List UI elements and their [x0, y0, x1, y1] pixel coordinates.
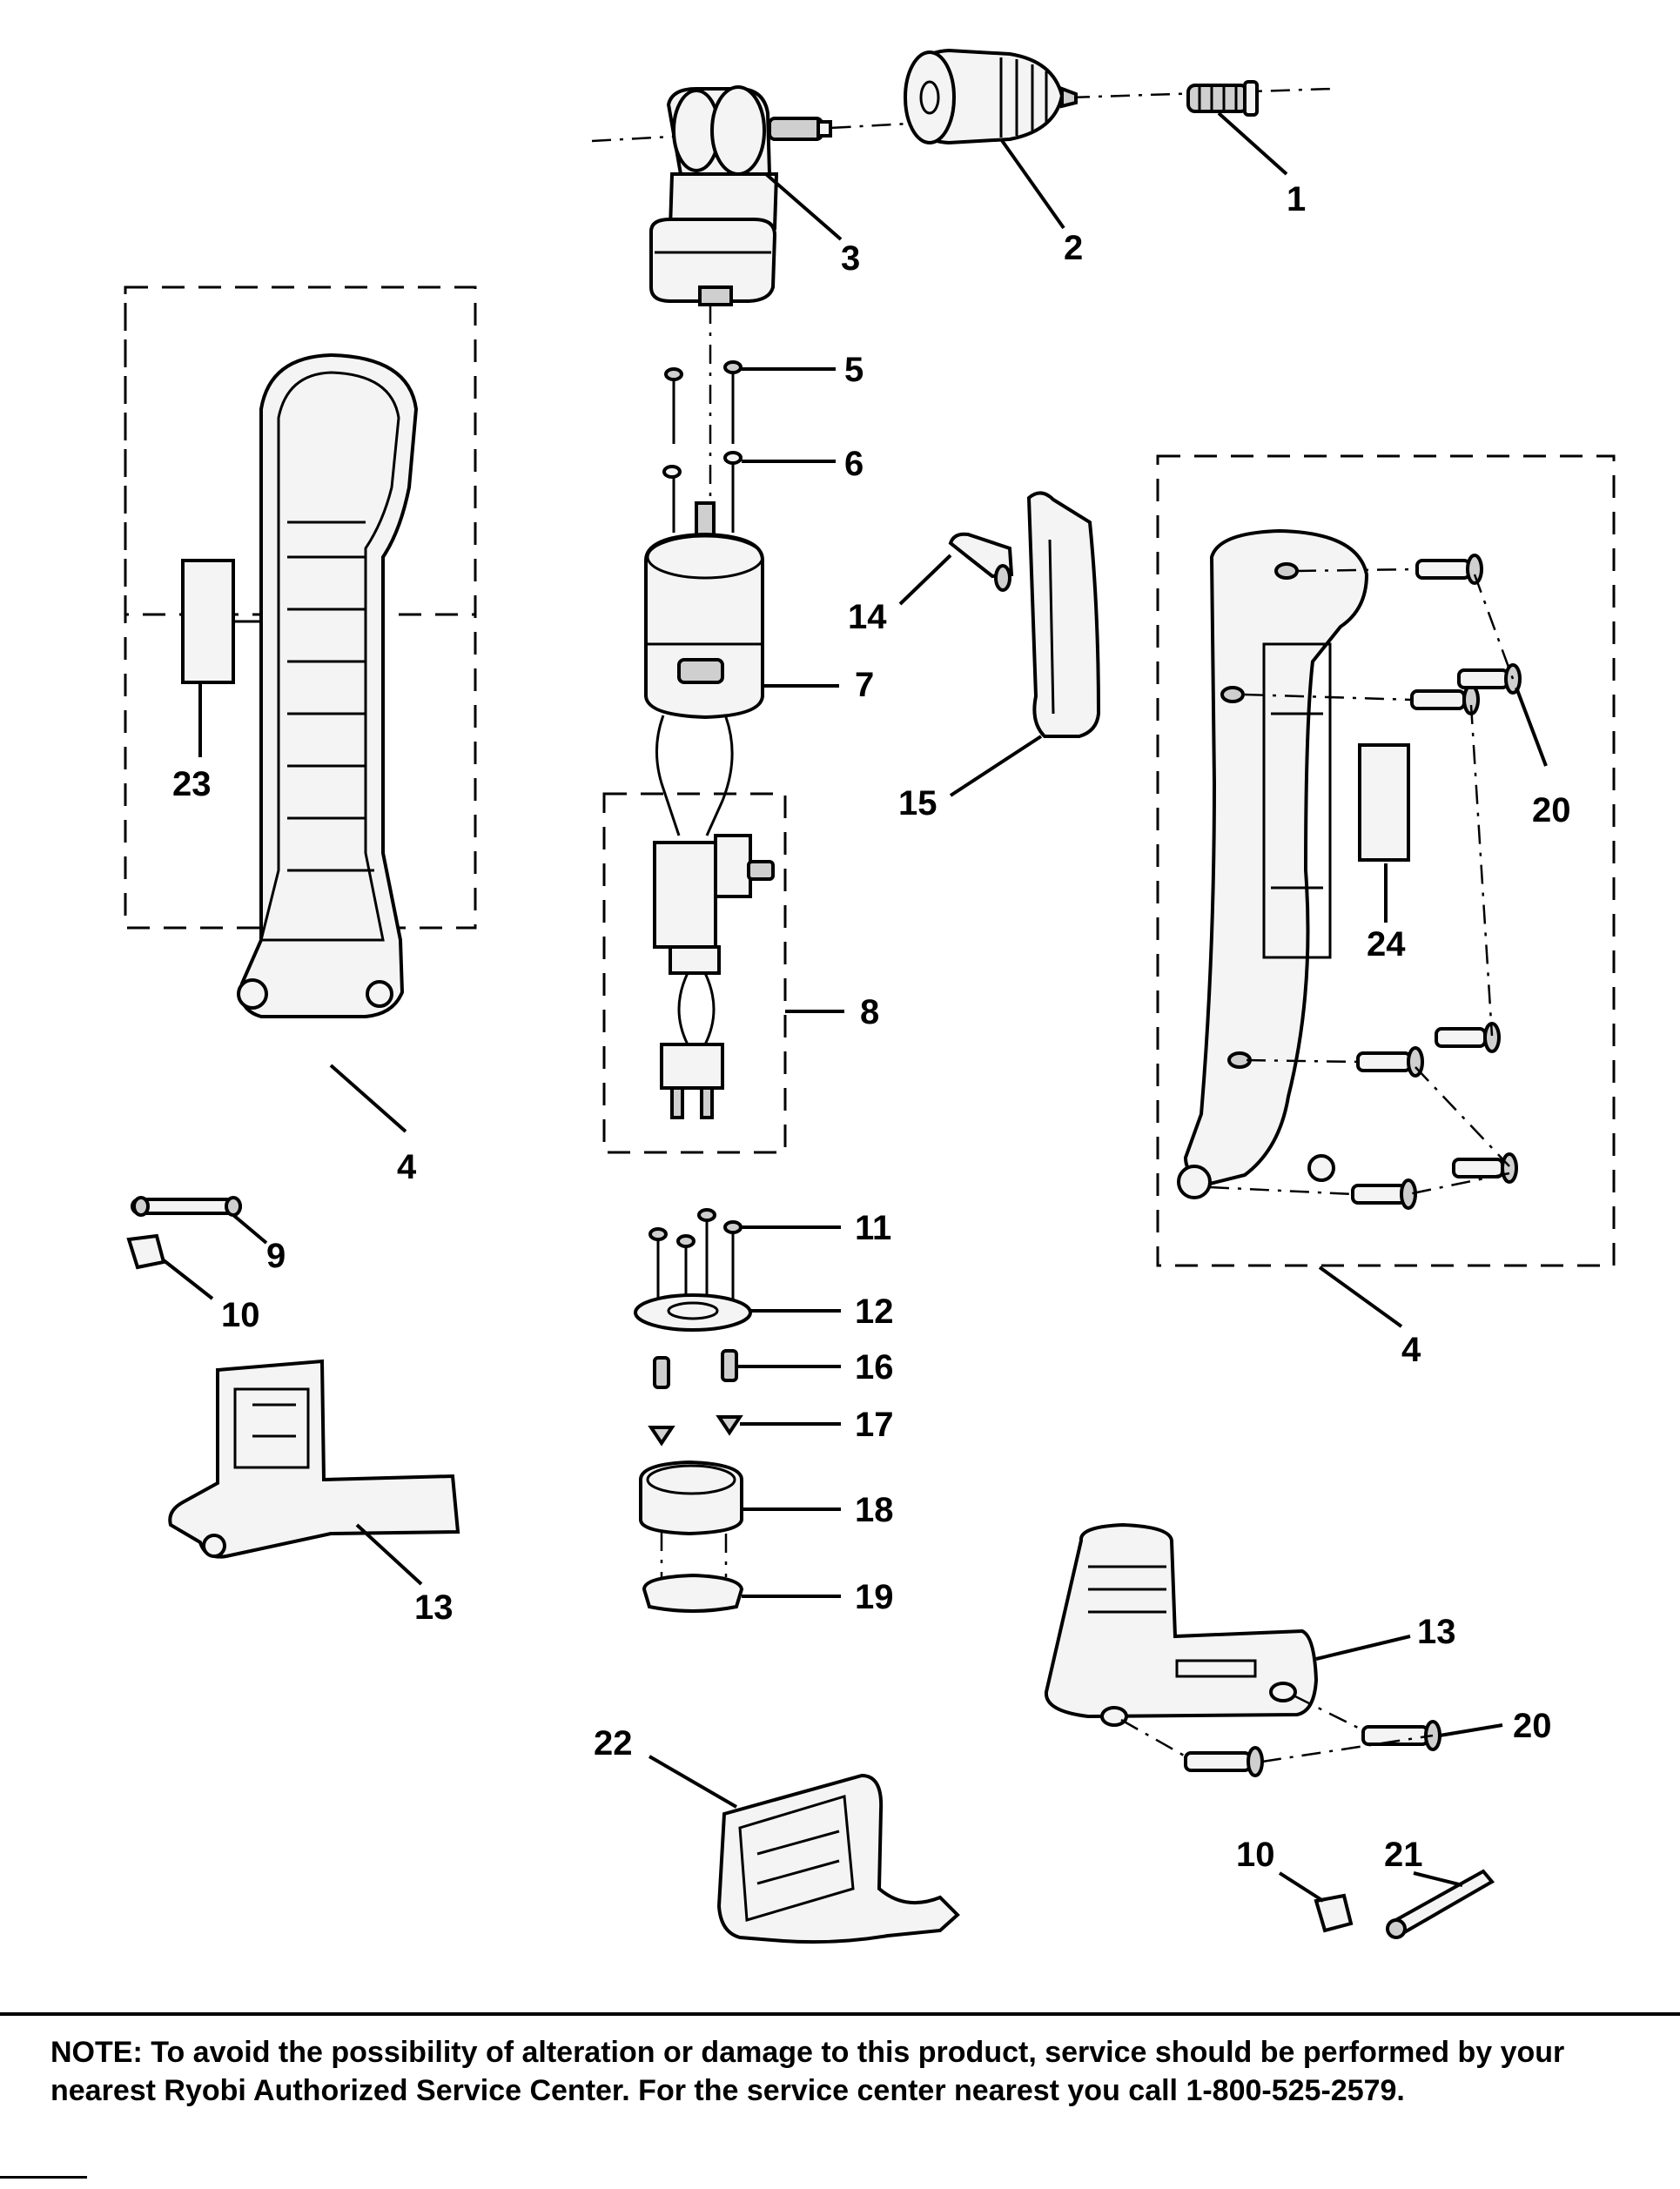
part-10-clip-right	[1278, 1871, 1354, 1933]
part-1-screw	[1070, 80, 1333, 176]
left-housing-half	[124, 285, 477, 1133]
callout-10-left: 10	[221, 1296, 260, 1334]
callout-5: 5	[844, 351, 864, 389]
callout-8: 8	[860, 993, 879, 1031]
callout-23: 23	[172, 765, 212, 803]
callout-6: 6	[844, 445, 864, 483]
part-9-pin	[131, 1196, 268, 1245]
callout-17: 17	[855, 1406, 894, 1444]
part-21-screwdriver-bit	[1386, 1869, 1495, 1939]
note-divider	[0, 2012, 1680, 2016]
callout-10-right: 10	[1236, 1836, 1275, 1874]
part-12-plate	[634, 1293, 841, 1332]
part-16-springs	[653, 1349, 841, 1389]
part-11-screws	[648, 1208, 841, 1300]
callout-12: 12	[855, 1293, 894, 1331]
part-19-collar	[642, 1573, 841, 1613]
callout-1: 1	[1287, 180, 1306, 218]
part-13-base-left	[168, 1359, 460, 1586]
callout-21: 21	[1384, 1836, 1423, 1874]
exploded-parts-diagram: 1 2 3 5 6 14 7 15 20 23 24 8 4 4 11 9 10…	[124, 48, 1616, 1944]
right-housing-half	[1156, 454, 1616, 1328]
part-18-ring	[639, 1460, 841, 1577]
callout-19: 19	[855, 1578, 894, 1616]
callout-4-right: 4	[1401, 1331, 1421, 1369]
part-6-washers	[662, 451, 836, 533]
callout-2: 2	[1064, 229, 1083, 267]
callout-13-right: 13	[1417, 1613, 1456, 1651]
callout-14: 14	[848, 598, 887, 636]
callout-15: 15	[898, 784, 937, 823]
part-22-battery-holder	[648, 1755, 960, 1944]
callout-7: 7	[855, 666, 874, 704]
callout-24: 24	[1367, 925, 1406, 964]
callout-11: 11	[855, 1209, 891, 1247]
callout-22: 22	[594, 1724, 633, 1763]
callout-4-left: 4	[397, 1148, 417, 1186]
callout-labels: 1 2 3 5 6 14 7 15 20 23 24 8 4 4 11 9 10…	[172, 180, 1571, 1874]
callout-20-lower: 20	[1513, 1707, 1552, 1745]
service-note: NOTE: To avoid the possibility of altera…	[50, 2036, 1565, 2107]
part-13-base-right	[1044, 1522, 1503, 1777]
part-2-chuck	[904, 48, 1078, 230]
callout-13-left: 13	[414, 1588, 454, 1627]
part-17-tips	[648, 1415, 841, 1447]
part-5-screws	[664, 360, 836, 444]
callout-9: 9	[266, 1237, 286, 1275]
housing-screws	[1351, 554, 1522, 1210]
callout-18: 18	[855, 1491, 894, 1529]
page-edge-mark	[0, 2176, 87, 2179]
part-14-lever	[898, 532, 1014, 606]
callout-3: 3	[841, 239, 860, 278]
part-8-switch-assembly	[602, 792, 844, 1154]
part-7-motor	[644, 501, 839, 836]
part-15-trigger-cover	[949, 491, 1101, 797]
part-3-gearbox	[591, 85, 911, 306]
part-10-clip-left	[126, 1233, 214, 1300]
callout-20-upper: 20	[1532, 791, 1571, 829]
callout-16: 16	[855, 1348, 894, 1387]
